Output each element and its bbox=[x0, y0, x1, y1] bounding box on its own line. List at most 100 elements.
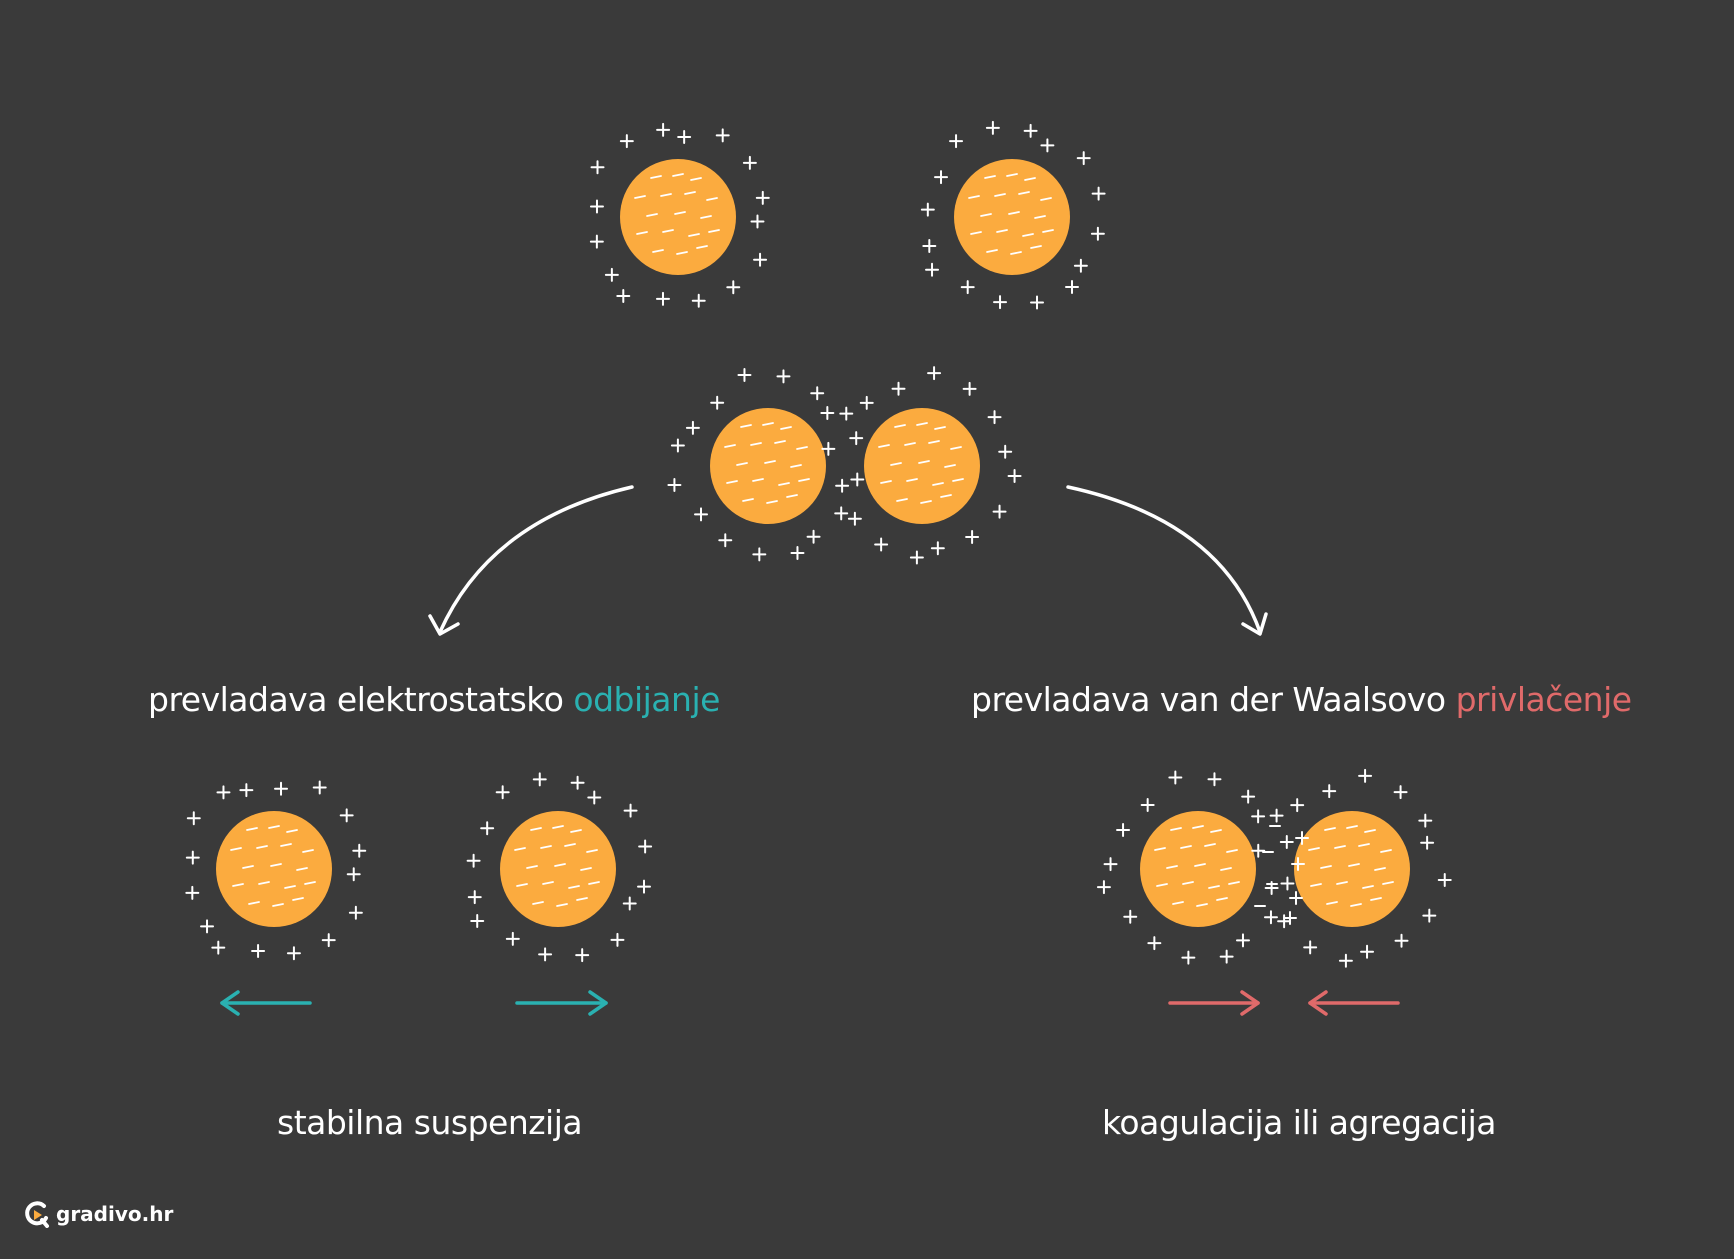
negative-charge-icon bbox=[540, 845, 552, 849]
positive-charge-icon bbox=[470, 914, 485, 929]
positive-charge-icon bbox=[589, 199, 604, 214]
negative-charge-icon bbox=[586, 849, 598, 853]
positive-charge-icon bbox=[286, 946, 301, 961]
negative-charge-icon bbox=[232, 883, 244, 887]
positive-charge-icon bbox=[710, 395, 725, 410]
positive-charge-icon bbox=[755, 190, 770, 205]
positive-charge-icon bbox=[1235, 933, 1250, 948]
curved-arrow-right bbox=[1066, 485, 1262, 634]
negative-charge-icon bbox=[1154, 847, 1166, 851]
negative-charge-icon bbox=[284, 885, 296, 889]
stable-suspension-label: stabilna suspenzija bbox=[277, 1103, 583, 1142]
positive-charge-icon bbox=[1360, 944, 1375, 959]
negative-charge-icon bbox=[230, 847, 242, 851]
negative-charge-icon bbox=[1018, 191, 1030, 195]
positive-charge-icon bbox=[859, 395, 874, 410]
negative-charge-icon bbox=[554, 863, 566, 867]
positive-charge-icon bbox=[922, 238, 937, 253]
negative-charge-icon bbox=[660, 193, 672, 197]
positive-charge-icon bbox=[619, 134, 634, 149]
positive-charge-icon bbox=[1007, 469, 1022, 484]
positive-charge-icon bbox=[742, 155, 757, 170]
positive-charge-icon bbox=[670, 438, 685, 453]
negative-charge-icon bbox=[634, 195, 646, 199]
positive-charge-icon bbox=[930, 541, 945, 556]
negative-charge-icon bbox=[766, 500, 778, 504]
colloid-particle bbox=[710, 408, 826, 524]
positive-charge-icon bbox=[753, 252, 768, 267]
positive-charge-icon bbox=[348, 905, 363, 920]
negative-charge-icon bbox=[286, 829, 298, 833]
positive-charge-icon bbox=[1420, 835, 1435, 850]
positive-charge-icon bbox=[655, 291, 670, 306]
negative-charge-icon bbox=[242, 865, 254, 869]
repulsion-highlight: odbijanje bbox=[573, 680, 720, 719]
negative-charge-icon bbox=[1348, 863, 1360, 867]
negative-charge-icon bbox=[1308, 847, 1320, 851]
negative-charge-icon bbox=[904, 442, 916, 446]
colloid-particle bbox=[620, 159, 736, 275]
positive-charge-icon bbox=[1103, 857, 1118, 872]
negative-charge-icon bbox=[652, 249, 664, 253]
positive-charge-icon bbox=[1338, 953, 1353, 968]
positive-charge-icon bbox=[965, 530, 980, 545]
positive-charge-icon bbox=[587, 790, 602, 805]
negative-charge-icon bbox=[676, 251, 688, 255]
positive-charge-icon bbox=[570, 775, 585, 790]
gradivo-logo[interactable]: gradivo.hr bbox=[24, 1200, 173, 1228]
positive-charge-icon bbox=[1283, 911, 1297, 925]
positive-charge-icon bbox=[1241, 789, 1256, 804]
positive-charge-icon bbox=[691, 293, 706, 308]
positive-charge-icon bbox=[1437, 873, 1452, 888]
negative-charge-icon bbox=[980, 213, 992, 217]
negative-charge-icon bbox=[588, 881, 600, 885]
positive-charge-icon bbox=[604, 267, 619, 282]
negative-charge-icon bbox=[662, 229, 674, 233]
positive-charge-icon bbox=[200, 919, 215, 934]
negative-charge-icon bbox=[1226, 849, 1238, 853]
positive-charge-icon bbox=[718, 533, 733, 548]
positive-charge-icon bbox=[1303, 940, 1318, 955]
positive-charge-icon bbox=[1291, 857, 1305, 871]
negative-charge-icon bbox=[740, 424, 752, 428]
attraction-arrow-right bbox=[1308, 990, 1400, 1016]
negative-charge-icon bbox=[952, 478, 964, 482]
negative-charge-icon bbox=[786, 494, 798, 498]
negative-charge-icon bbox=[950, 446, 962, 450]
positive-charge-icon bbox=[993, 295, 1008, 310]
negative-charge-icon bbox=[248, 901, 260, 905]
positive-charge-icon bbox=[575, 948, 590, 963]
negative-charge-icon bbox=[1170, 827, 1182, 831]
positive-charge-icon bbox=[1295, 831, 1309, 845]
positive-charge-icon bbox=[1279, 835, 1294, 850]
repulsion-label: prevladava elektrostatsko odbijanje bbox=[148, 680, 720, 719]
positive-charge-icon bbox=[927, 366, 942, 381]
positive-charge-icon bbox=[1140, 798, 1155, 813]
negative-charge-icon bbox=[798, 478, 810, 482]
positive-charge-icon bbox=[962, 381, 977, 396]
negative-charge-icon bbox=[672, 173, 684, 177]
negative-charge-icon bbox=[580, 867, 592, 871]
negative-charge-icon bbox=[1364, 829, 1376, 833]
negative-charge-icon bbox=[1208, 885, 1220, 889]
attraction-label: prevladava van der Waalsovo privlačenje bbox=[971, 680, 1632, 719]
colloid-particle bbox=[216, 811, 332, 927]
negative-charge-icon bbox=[650, 175, 662, 179]
positive-charge-icon bbox=[239, 783, 254, 798]
positive-charge-icon bbox=[589, 234, 604, 249]
negative-charge-icon bbox=[268, 825, 280, 829]
positive-charge-icon bbox=[346, 867, 361, 882]
positive-charge-icon bbox=[715, 128, 730, 143]
negative-charge-icon bbox=[968, 195, 980, 199]
negative-charge-icon bbox=[556, 903, 568, 907]
negative-charge-icon bbox=[270, 863, 282, 867]
negative-charge-icon bbox=[878, 444, 890, 448]
negative-charge-icon bbox=[934, 426, 946, 430]
negative-charge-icon bbox=[280, 843, 292, 847]
positive-charge-icon bbox=[960, 280, 975, 295]
negative-charge-icon bbox=[1370, 897, 1382, 901]
negative-charge-icon bbox=[696, 245, 708, 249]
positive-charge-icon bbox=[1263, 910, 1278, 925]
negative-charge-icon bbox=[928, 440, 940, 444]
